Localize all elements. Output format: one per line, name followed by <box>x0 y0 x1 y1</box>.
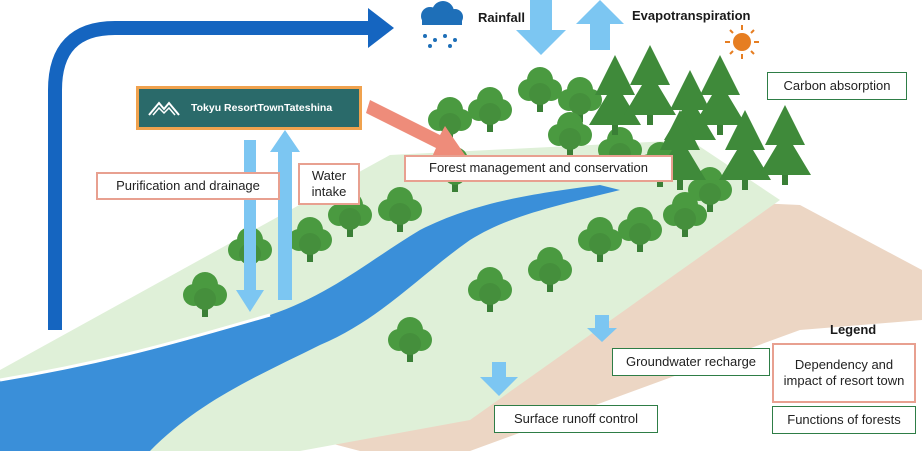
purification-drainage-box: Purification and drainage <box>96 172 280 200</box>
rain-cloud-icon <box>421 1 463 48</box>
carbon-absorption-box: Carbon absorption <box>767 72 907 100</box>
water-intake-box: Water intake <box>298 163 360 205</box>
legend-functions-box: Functions of forests <box>772 406 916 434</box>
management-arrow <box>366 100 465 157</box>
resort-logo: Tokyu ResortTownTateshina <box>136 86 362 130</box>
water-intake-arrow <box>270 130 300 300</box>
water-cycle-arrow <box>48 21 370 330</box>
runoff-arrow <box>480 362 518 396</box>
legend-title: Legend <box>830 322 877 337</box>
groundwater-arrow <box>587 315 617 342</box>
rainfall-arrow <box>516 0 566 55</box>
mountain-logo-icon <box>148 101 180 116</box>
surface-runoff-box: Surface runoff control <box>494 405 658 433</box>
river <box>0 185 620 451</box>
resort-name: Tokyu ResortTownTateshina <box>191 102 333 114</box>
groundwater-recharge-box: Groundwater recharge <box>612 348 770 376</box>
rainfall-label: Rainfall <box>478 10 525 25</box>
purification-arrow <box>236 140 264 312</box>
evapotranspiration-label: Evapotranspiration <box>632 8 751 23</box>
sun-icon <box>725 25 759 59</box>
legend-dependency-box: Dependency and impact of resort town <box>772 343 916 403</box>
evapotranspiration-arrow <box>576 0 624 50</box>
forest-management-box: Forest management and conservation <box>404 155 673 182</box>
